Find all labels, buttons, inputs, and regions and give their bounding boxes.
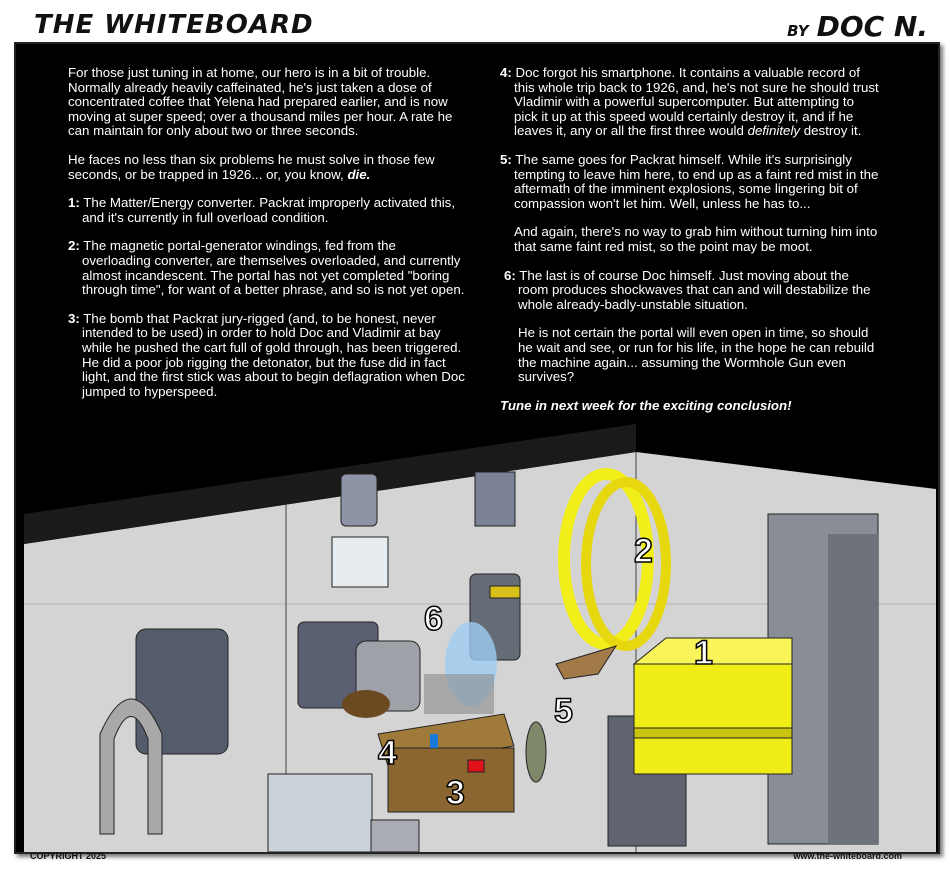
problem-5: 5: The same goes for Packrat himself. Wh… [500, 151, 879, 211]
packrat-figure [525, 721, 547, 783]
smartphone [430, 734, 438, 748]
problem-6-cont: He is not certain the portal will even o… [518, 325, 875, 385]
problem-5-cont: And again, there's no way to grab him wi… [514, 224, 878, 254]
gold-cart-ramp [555, 645, 618, 680]
problem-4: 4: Doc forgot his smartphone. It contain… [500, 65, 879, 139]
die-emphasis: die. [347, 166, 371, 182]
back-wall-shadow [24, 424, 636, 544]
intro-text: For those just tuning in at home, our he… [68, 65, 453, 139]
tune-in-text: Tune in next week for the exciting concl… [500, 397, 792, 413]
bomb [467, 759, 485, 773]
scene-label-2: 2 [633, 531, 653, 571]
problem-2: 2: The magnetic portal-generator winding… [68, 238, 465, 298]
author-name: DOC N. [816, 10, 928, 43]
byline: BY DOC N. [787, 10, 928, 43]
problem-6: 6: The last is of course Doc himself. Ju… [504, 267, 871, 312]
cabinet [340, 473, 378, 527]
crate-floor [267, 773, 373, 852]
cabinet [474, 471, 516, 527]
machine [135, 628, 229, 755]
copyright: COPYRIGHT 2025 [30, 851, 107, 861]
narration-right: 4: Doc forgot his smartphone. It contain… [500, 65, 880, 427]
narration-left: For those just tuning in at home, our he… [68, 65, 468, 413]
gold-cart [342, 690, 390, 718]
site-url[interactable]: www.the-whiteboard.com [793, 851, 902, 861]
problems-intro: He faces no less than six problems he mu… [68, 151, 435, 182]
room-scene [24, 424, 936, 852]
portal-ring [558, 468, 654, 650]
panel-box [331, 536, 389, 588]
converter-box [633, 663, 793, 775]
scene-label-5: 5 [553, 691, 573, 731]
comic-title: THE WHITEBOARD [34, 10, 314, 40]
problem-1: 1: The Matter/Energy converter. Packrat … [68, 195, 456, 225]
arch [99, 698, 163, 835]
byline-by: BY [787, 22, 809, 40]
scene-label-3: 3 [445, 773, 465, 813]
comic-panel: For those just tuning in at home, our he… [14, 42, 940, 854]
scene-label-6: 6 [423, 599, 443, 639]
scene-label-4: 4 [377, 733, 397, 773]
problem-3: 3: The bomb that Packrat jury-rigged (an… [68, 310, 465, 399]
scene-label-1: 1 [693, 633, 713, 673]
